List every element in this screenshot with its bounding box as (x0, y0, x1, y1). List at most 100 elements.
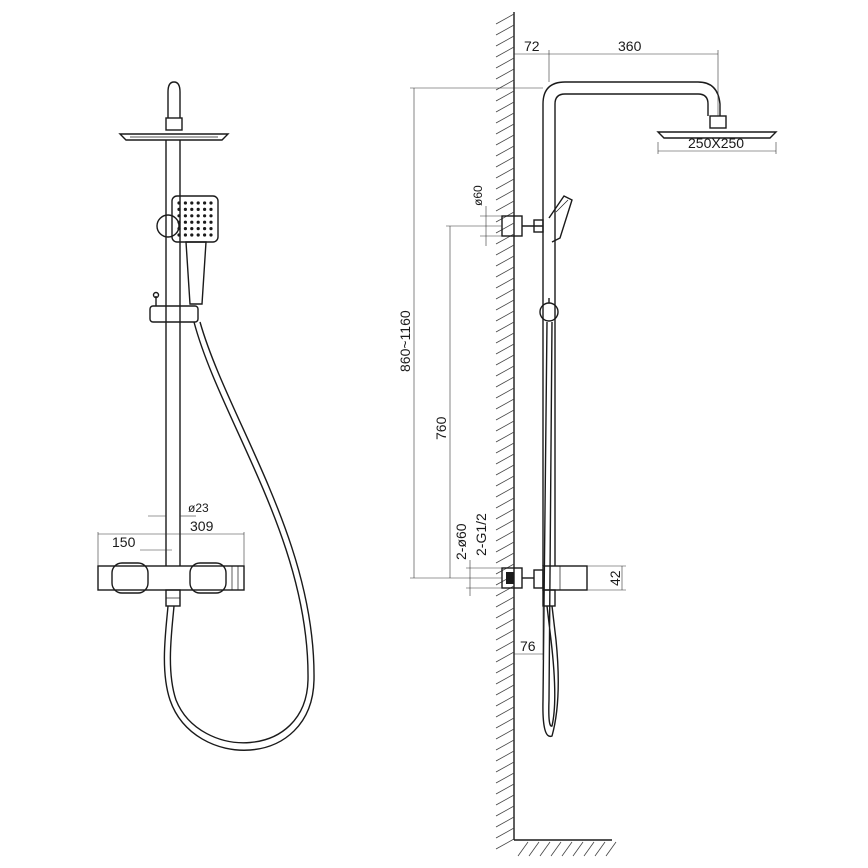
nozzle-dot (196, 233, 200, 237)
nozzle-dot (177, 233, 181, 237)
wall-hatch-line (495, 838, 515, 850)
side-wall-bracket (501, 215, 523, 237)
nozzle-dot (183, 227, 187, 231)
wall-hatch-line (495, 167, 515, 179)
wall-hatch-line (495, 442, 515, 454)
nozzle-dot (177, 207, 181, 211)
wall-hatch-line (495, 398, 515, 410)
wall-hatch-line (495, 519, 515, 531)
nozzle-dot (203, 214, 207, 218)
wall-hatch-line (495, 134, 515, 146)
wall-hatch-line (495, 365, 515, 377)
nozzle-dot (196, 220, 200, 224)
nozzle-dot (183, 207, 187, 211)
wall-hatch-line (495, 123, 515, 135)
front-view: ø23 309 150 (97, 81, 315, 751)
front-slide-holder (149, 305, 199, 323)
nozzle-dot (209, 227, 213, 231)
front-hand-shower-nozzles (177, 201, 213, 237)
wall-hatch-line (495, 409, 515, 421)
dim-mixer-height: 42 (607, 570, 623, 586)
wall-hatch-line (495, 816, 515, 828)
dim-wall-offset: 72 (524, 38, 540, 54)
front-dimensions: ø23 309 150 (97, 501, 245, 566)
floor-hatch-line (539, 841, 551, 857)
nozzle-dot (190, 220, 194, 224)
dim-pipe-diameter: ø23 (188, 501, 209, 515)
nozzle-dot (196, 201, 200, 205)
front-head-connector (165, 117, 183, 131)
side-shower-arm (542, 81, 721, 116)
wall-hatch-line (495, 420, 515, 432)
wall-hatch-line (495, 596, 515, 608)
nozzle-dot (203, 220, 207, 224)
wall-hatch-line (495, 475, 515, 487)
floor-hatch-line (583, 841, 595, 857)
nozzle-dot (190, 233, 194, 237)
nozzle-dot (177, 227, 181, 231)
wall-hatch-line (495, 497, 515, 509)
wall-hatch-line (495, 145, 515, 157)
wall-hatch-line (495, 783, 515, 795)
wall-hatch-line (495, 178, 515, 190)
wall-hatch-line (495, 552, 515, 564)
wall-hatch-line (495, 101, 515, 113)
nozzle-dot (203, 207, 207, 211)
wall-hatch-line (495, 805, 515, 817)
dim-inlet-covers: 2-ø60 (453, 523, 469, 560)
dim-inlet-to-bracket: 760 (433, 416, 449, 440)
side-rain-shower-head (656, 131, 778, 139)
wall-hatch-line (495, 486, 515, 498)
nozzle-dot (190, 227, 194, 231)
wall-hatch-line (495, 189, 515, 201)
nozzle-dot (190, 201, 194, 205)
wall-hatch-line (495, 530, 515, 542)
wall-hatch-line (495, 728, 515, 740)
wall-hatch-line (495, 376, 515, 388)
dim-height-range: 860~1160 (397, 310, 413, 372)
wall-hatch-line (495, 354, 515, 366)
wall-hatch-line (495, 46, 515, 58)
nozzle-dot (209, 201, 213, 205)
wall-hatch-line (495, 541, 515, 553)
nozzle-dot (177, 220, 181, 224)
nozzle-dot (183, 233, 187, 237)
nozzle-dot (203, 201, 207, 205)
nozzle-dot (183, 220, 187, 224)
wall-hatch-line (495, 563, 515, 575)
nozzle-dot (209, 233, 213, 237)
wall-hatch-line (495, 299, 515, 311)
floor-hatch-line (550, 841, 562, 857)
wall-hatch-line (495, 57, 515, 69)
wall-hatch-line (495, 288, 515, 300)
nozzle-dot (196, 227, 200, 231)
wall-hatch-line (495, 332, 515, 344)
nozzle-dot (183, 214, 187, 218)
wall-hatch-line (495, 24, 515, 36)
floor-hatch-line (594, 841, 606, 857)
wall-hatch-line (495, 343, 515, 355)
floor-hatch-line (528, 841, 540, 857)
front-diverter-knob (156, 214, 180, 238)
floor-hatch-line (605, 841, 617, 857)
side-thermostatic-mixer (542, 565, 588, 591)
wall-hatch-line (495, 244, 515, 256)
wall-hatch-line (495, 684, 515, 696)
front-shower-arm (167, 81, 181, 118)
side-mixer-outlet (542, 589, 556, 607)
floor-hatch-line (572, 841, 584, 857)
wall-hatch-line (495, 640, 515, 652)
side-view: 250X250 72 360 ø60 (397, 12, 778, 857)
wall-hatch-line (495, 222, 515, 234)
wall-hatch-line (495, 673, 515, 685)
wall-hatch-line (495, 156, 515, 168)
wall-hatch-line (495, 453, 515, 465)
dim-spout-offset: 150 (112, 534, 136, 550)
wall-hatch-line (495, 255, 515, 267)
wall-hatch-line (495, 794, 515, 806)
nozzle-dot (209, 207, 213, 211)
nozzle-dot (177, 201, 181, 205)
wall-hatch-line (495, 266, 515, 278)
wall-hatch-line (495, 717, 515, 729)
